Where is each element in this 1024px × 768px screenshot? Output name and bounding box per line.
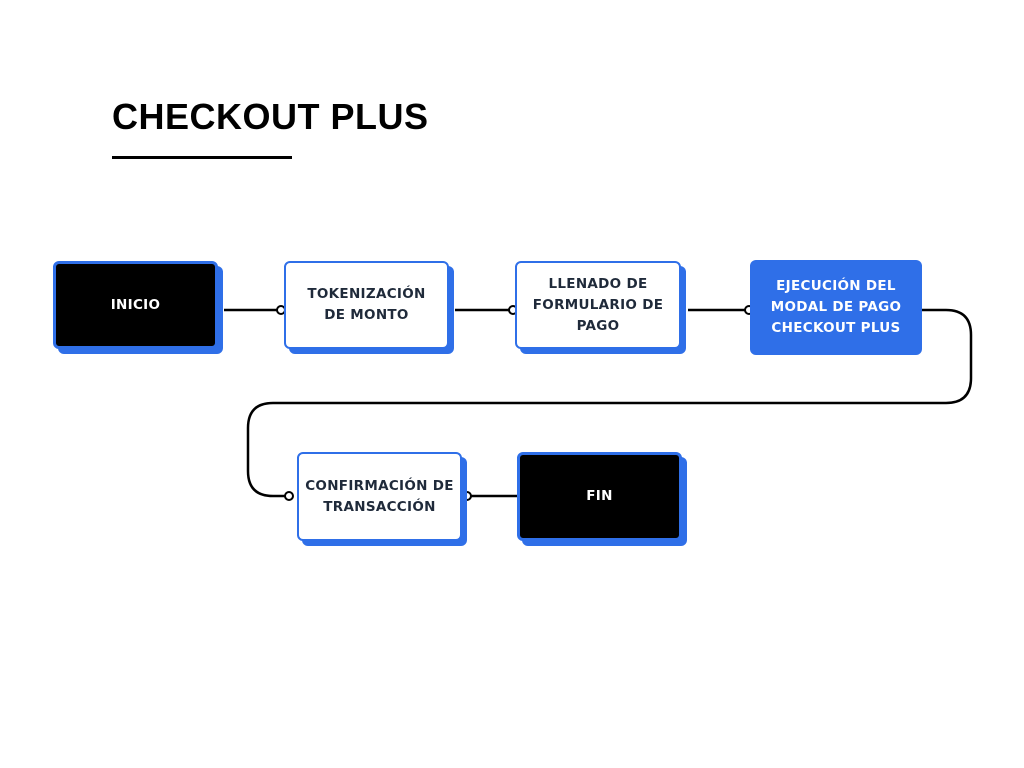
- node-confirmacion-label: CONFIRMACIÓN DE TRANSACCIÓN: [305, 477, 454, 515]
- node-inicio-label: INICIO: [110, 296, 161, 313]
- node-confirmacion: CONFIRMACIÓN DE TRANSACCIÓN: [297, 452, 467, 546]
- connector-dot: [284, 491, 294, 501]
- node-inicio: INICIO: [53, 261, 223, 354]
- node-llenado-label: LLENADO DE FORMULARIO DE PAGO: [532, 275, 664, 334]
- title-underline: [112, 156, 292, 159]
- node-box: FIN: [517, 452, 682, 541]
- node-tokenizacion-label: TOKENIZACIÓN DE MONTO: [307, 286, 426, 323]
- node-box: INICIO: [53, 261, 218, 349]
- node-tokenizacion: TOKENIZACIÓN DE MONTO: [284, 261, 454, 354]
- node-fin: FIN: [517, 452, 687, 546]
- node-box: TOKENIZACIÓN DE MONTO: [284, 261, 449, 349]
- node-ejecucion-label: EJECUCIÓN DEL MODAL DE PAGO CHECKOUT PLU…: [770, 278, 902, 336]
- node-box: LLENADO DE FORMULARIO DE PAGO: [515, 261, 681, 349]
- connector-ejecucion-confirmacion: [246, 308, 973, 498]
- node-box: EJECUCIÓN DEL MODAL DE PAGO CHECKOUT PLU…: [750, 260, 922, 355]
- node-llenado: LLENADO DE FORMULARIO DE PAGO: [515, 261, 686, 354]
- diagram-title: CHECKOUT PLUS: [112, 96, 429, 137]
- node-fin-label: FIN: [586, 488, 613, 504]
- node-ejecucion: EJECUCIÓN DEL MODAL DE PAGO CHECKOUT PLU…: [750, 260, 922, 355]
- node-box: CONFIRMACIÓN DE TRANSACCIÓN: [297, 452, 462, 541]
